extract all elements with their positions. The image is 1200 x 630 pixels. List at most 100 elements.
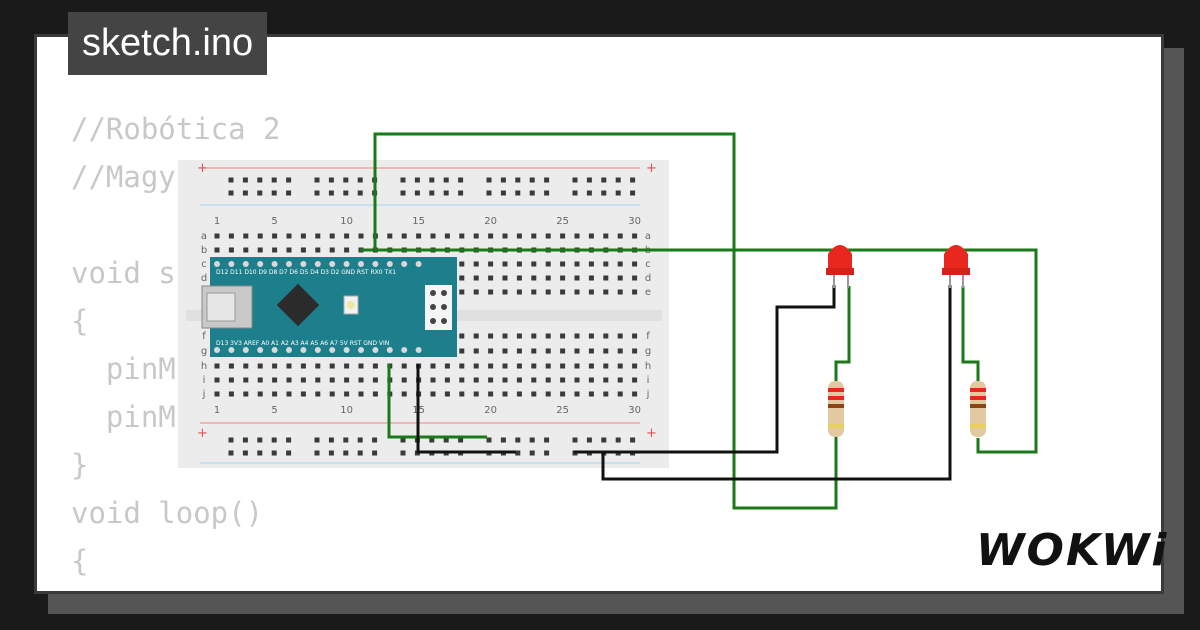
- arduino-nano[interactable]: D12 D11 D10 D9 D8 D7 D6 D5 D4 D3 D2 GND …: [201, 257, 457, 357]
- arduino-pin[interactable]: [372, 261, 379, 267]
- breadboard-hole: [516, 348, 522, 354]
- breadboard-hole: [488, 333, 494, 339]
- resistor-1[interactable]: [828, 381, 844, 437]
- arduino-pin[interactable]: [228, 347, 235, 353]
- arduino-pin[interactable]: [228, 261, 235, 267]
- arduino-bottom-pin-labels: D13 3V3 AREF A0 A1 A2 A3 A4 A5 A6 A7 5V …: [216, 340, 389, 347]
- breadboard-hole: [574, 333, 580, 339]
- arduino-pin[interactable]: [358, 347, 364, 353]
- breadboard-hole: [444, 391, 450, 397]
- arduino-pin[interactable]: [286, 261, 292, 267]
- breadboard-hole: [300, 391, 306, 397]
- breadboard-hole: [473, 348, 479, 354]
- code-line[interactable]: void s: [71, 256, 176, 290]
- breadboard-hole: [586, 437, 592, 443]
- arduino-pin[interactable]: [271, 347, 278, 353]
- breadboard-hole: [242, 450, 248, 456]
- breadboard-hole: [444, 233, 450, 239]
- breadboard-hole: [401, 377, 407, 383]
- arduino-pin[interactable]: [214, 347, 220, 353]
- breadboard-label: d: [201, 273, 207, 284]
- arduino-pin[interactable]: [358, 261, 364, 267]
- breadboard-hole: [486, 177, 492, 183]
- arduino-pin[interactable]: [214, 261, 220, 267]
- arduino-pin[interactable]: [386, 261, 393, 267]
- led-2-body: [944, 245, 968, 270]
- breadboard-label: a: [645, 231, 651, 242]
- arduino-pin[interactable]: [257, 347, 264, 353]
- arduino-pin[interactable]: [343, 347, 350, 353]
- breadboard-hole: [357, 450, 363, 456]
- arduino-pin[interactable]: [401, 347, 408, 353]
- arduino-pin[interactable]: [415, 261, 422, 267]
- code-line[interactable]: {: [71, 304, 89, 338]
- breadboard-hole: [516, 391, 522, 397]
- breadboard-label: 20: [484, 405, 497, 416]
- breadboard-hole: [228, 377, 234, 383]
- breadboard-hole: [500, 177, 506, 183]
- code-line[interactable]: void loop(): [71, 496, 264, 530]
- code-line[interactable]: {: [71, 544, 89, 578]
- breadboard-hole: [329, 363, 335, 369]
- breadboard-hole: [630, 190, 636, 196]
- breadboard-hole: [214, 233, 220, 239]
- wokwi-logo[interactable]: WOKWi: [976, 525, 1169, 576]
- arduino-pin[interactable]: [242, 261, 249, 267]
- breadboard-hole: [314, 450, 320, 456]
- wire-black-gnd: [416, 364, 516, 454]
- arduino-pin[interactable]: [401, 261, 408, 267]
- breadboard-label: g: [201, 346, 207, 357]
- breadboard-hole: [473, 377, 479, 383]
- arduino-pin[interactable]: [415, 347, 422, 353]
- code-line[interactable]: pinM: [71, 400, 176, 434]
- arduino-pin[interactable]: [314, 261, 321, 267]
- led-1-base: [826, 268, 854, 275]
- led-2[interactable]: [942, 245, 970, 288]
- breadboard-hole: [444, 377, 450, 383]
- breadboard-hole: [257, 391, 263, 397]
- breadboard-hole: [400, 437, 406, 443]
- arduino-pin[interactable]: [257, 261, 264, 267]
- breadboard-hole: [588, 333, 594, 339]
- breadboard-hole: [228, 391, 234, 397]
- breadboard-hole: [271, 450, 277, 456]
- code-line[interactable]: }: [71, 448, 89, 482]
- breadboard-hole: [257, 450, 263, 456]
- resistor-2[interactable]: [970, 381, 986, 437]
- arduino-pin[interactable]: [372, 347, 379, 353]
- arduino-pin[interactable]: [242, 347, 249, 353]
- breadboard-label: 5: [271, 405, 277, 416]
- breadboard-hole: [459, 233, 465, 239]
- breadboard-hole: [344, 363, 350, 369]
- breadboard-hole: [488, 348, 494, 354]
- code-line[interactable]: //Robótica 2: [71, 112, 281, 146]
- arduino-pin[interactable]: [329, 261, 336, 267]
- code-line[interactable]: //Magy: [71, 160, 176, 194]
- arduino-pin[interactable]: [300, 261, 307, 267]
- breadboard-hole: [574, 377, 580, 383]
- breadboard-hole: [544, 437, 550, 443]
- arduino-pin[interactable]: [386, 347, 393, 353]
- arduino-pin[interactable]: [329, 347, 336, 353]
- breadboard-hole: [516, 363, 522, 369]
- breadboard-hole: [560, 363, 566, 369]
- arduino-pin[interactable]: [271, 261, 278, 267]
- arduino-pin[interactable]: [300, 347, 307, 353]
- arduino-pin[interactable]: [286, 347, 292, 353]
- breadboard-hole: [400, 450, 406, 456]
- breadboard-hole: [286, 450, 292, 456]
- breadboard-hole: [315, 233, 321, 239]
- breadboard-hole: [545, 233, 551, 239]
- arduino-pin[interactable]: [343, 261, 350, 267]
- breadboard-hole: [300, 363, 306, 369]
- breadboard-hole: [574, 391, 580, 397]
- code-editor: //Robótica 2 //Magy void s { pinM pinM} void…: [71, 105, 490, 591]
- breadboard-hole: [603, 233, 609, 239]
- resistor-1-body: [828, 381, 844, 437]
- breadboard-hole: [459, 363, 465, 369]
- code-line[interactable]: pinM: [71, 352, 176, 386]
- file-tab[interactable]: sketch.ino: [68, 12, 268, 75]
- led-1[interactable]: [826, 245, 854, 288]
- arduino-pin[interactable]: [314, 347, 321, 353]
- breadboard-hole: [257, 233, 263, 239]
